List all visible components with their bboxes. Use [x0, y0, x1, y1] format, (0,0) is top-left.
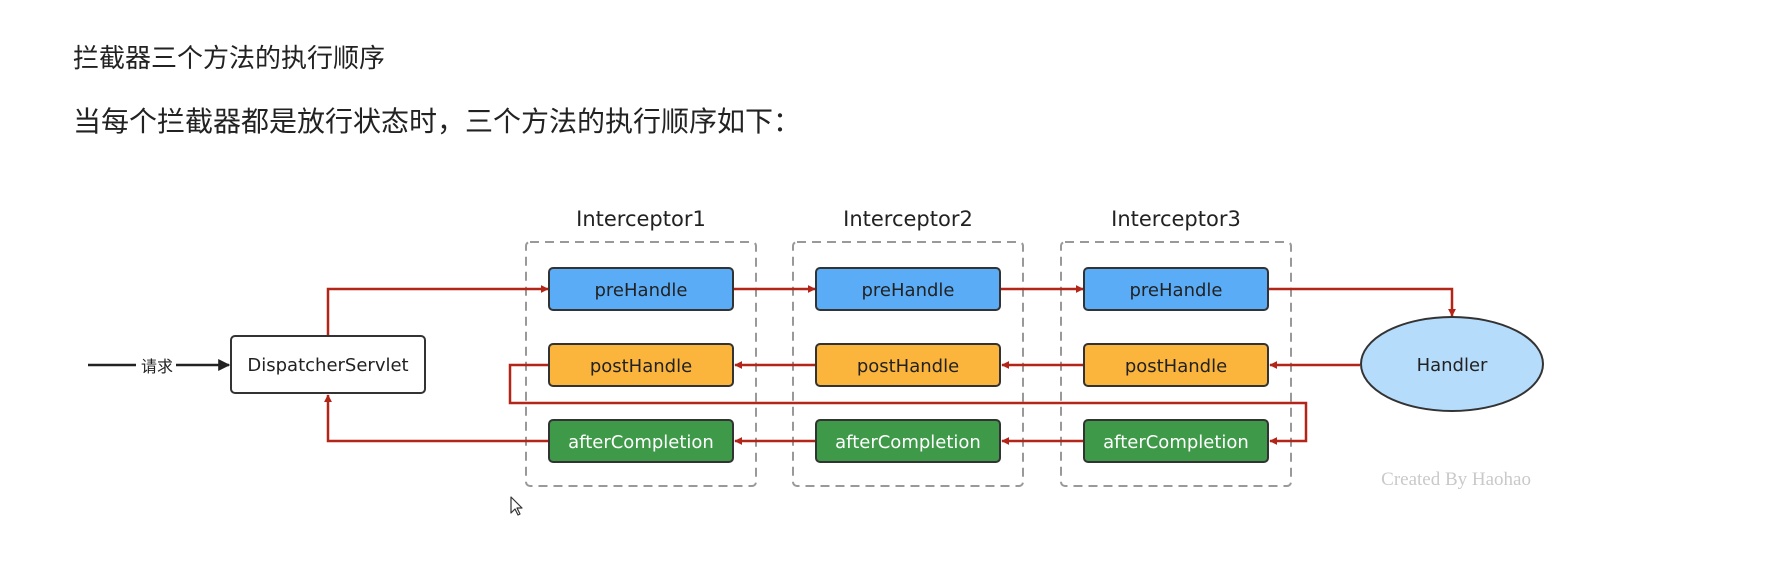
- handler-node: Handler: [1360, 316, 1544, 412]
- posthandle-1-label: postHandle: [590, 356, 692, 377]
- request-arrow: 请求: [88, 357, 231, 376]
- prehandle-1-label: preHandle: [595, 280, 688, 301]
- arrow-prehandle3-to-handler: [1268, 287, 1456, 317]
- prehandle-1-box: [548, 267, 734, 311]
- posthandle-2-label: postHandle: [857, 356, 959, 377]
- handler-label: Handler: [1417, 355, 1488, 376]
- interceptor-3-title: Interceptor3: [1111, 207, 1241, 231]
- interceptor-3-methods: preHandle postHandle afterCompletion: [1083, 267, 1269, 463]
- aftercompletion-2-label: afterCompletion: [835, 432, 981, 453]
- flow-arrows: [324, 285, 1456, 445]
- watermark: Created By Haohao: [1381, 469, 1531, 490]
- prehandle-3-box: [1083, 267, 1269, 311]
- interceptor-2-title: Interceptor2: [843, 207, 973, 231]
- arrow-posthandle1-to-aftercompletion3: [508, 363, 1308, 445]
- posthandle-1-box: [548, 343, 734, 387]
- interceptor-1-title: Interceptor1: [576, 207, 706, 231]
- aftercompletion-1-label: afterCompletion: [568, 432, 714, 453]
- interceptor-1-methods: preHandle postHandle afterCompletion: [548, 267, 734, 463]
- aftercompletion-3-box: [1083, 419, 1269, 463]
- posthandle-3-label: postHandle: [1125, 356, 1227, 377]
- dispatcher-servlet-node: DispatcherServlet: [230, 335, 426, 394]
- arrow-aftercompletion1-to-dispatcher: [324, 394, 549, 443]
- posthandle-2-box: [815, 343, 1001, 387]
- prehandle-3-label: preHandle: [1130, 280, 1223, 301]
- prehandle-2-box: [815, 267, 1001, 311]
- page-title: 拦截器三个方法的执行顺序: [73, 44, 386, 74]
- aftercompletion-2-box: [815, 419, 1001, 463]
- prehandle-2-label: preHandle: [862, 280, 955, 301]
- page-subtitle: 当每个拦截器都是放行状态时，三个方法的执行顺序如下：: [73, 105, 802, 138]
- request-label: 请求: [141, 357, 173, 376]
- aftercompletion-1-box: [548, 419, 734, 463]
- interceptor-2-methods: preHandle postHandle afterCompletion: [815, 267, 1001, 463]
- mouse-cursor-icon: [510, 496, 523, 516]
- aftercompletion-3-label: afterCompletion: [1103, 432, 1249, 453]
- arrow-dispatcher-to-prehandle1: [326, 285, 549, 336]
- dispatcher-servlet-label: DispatcherServlet: [247, 355, 408, 376]
- posthandle-3-box: [1083, 343, 1269, 387]
